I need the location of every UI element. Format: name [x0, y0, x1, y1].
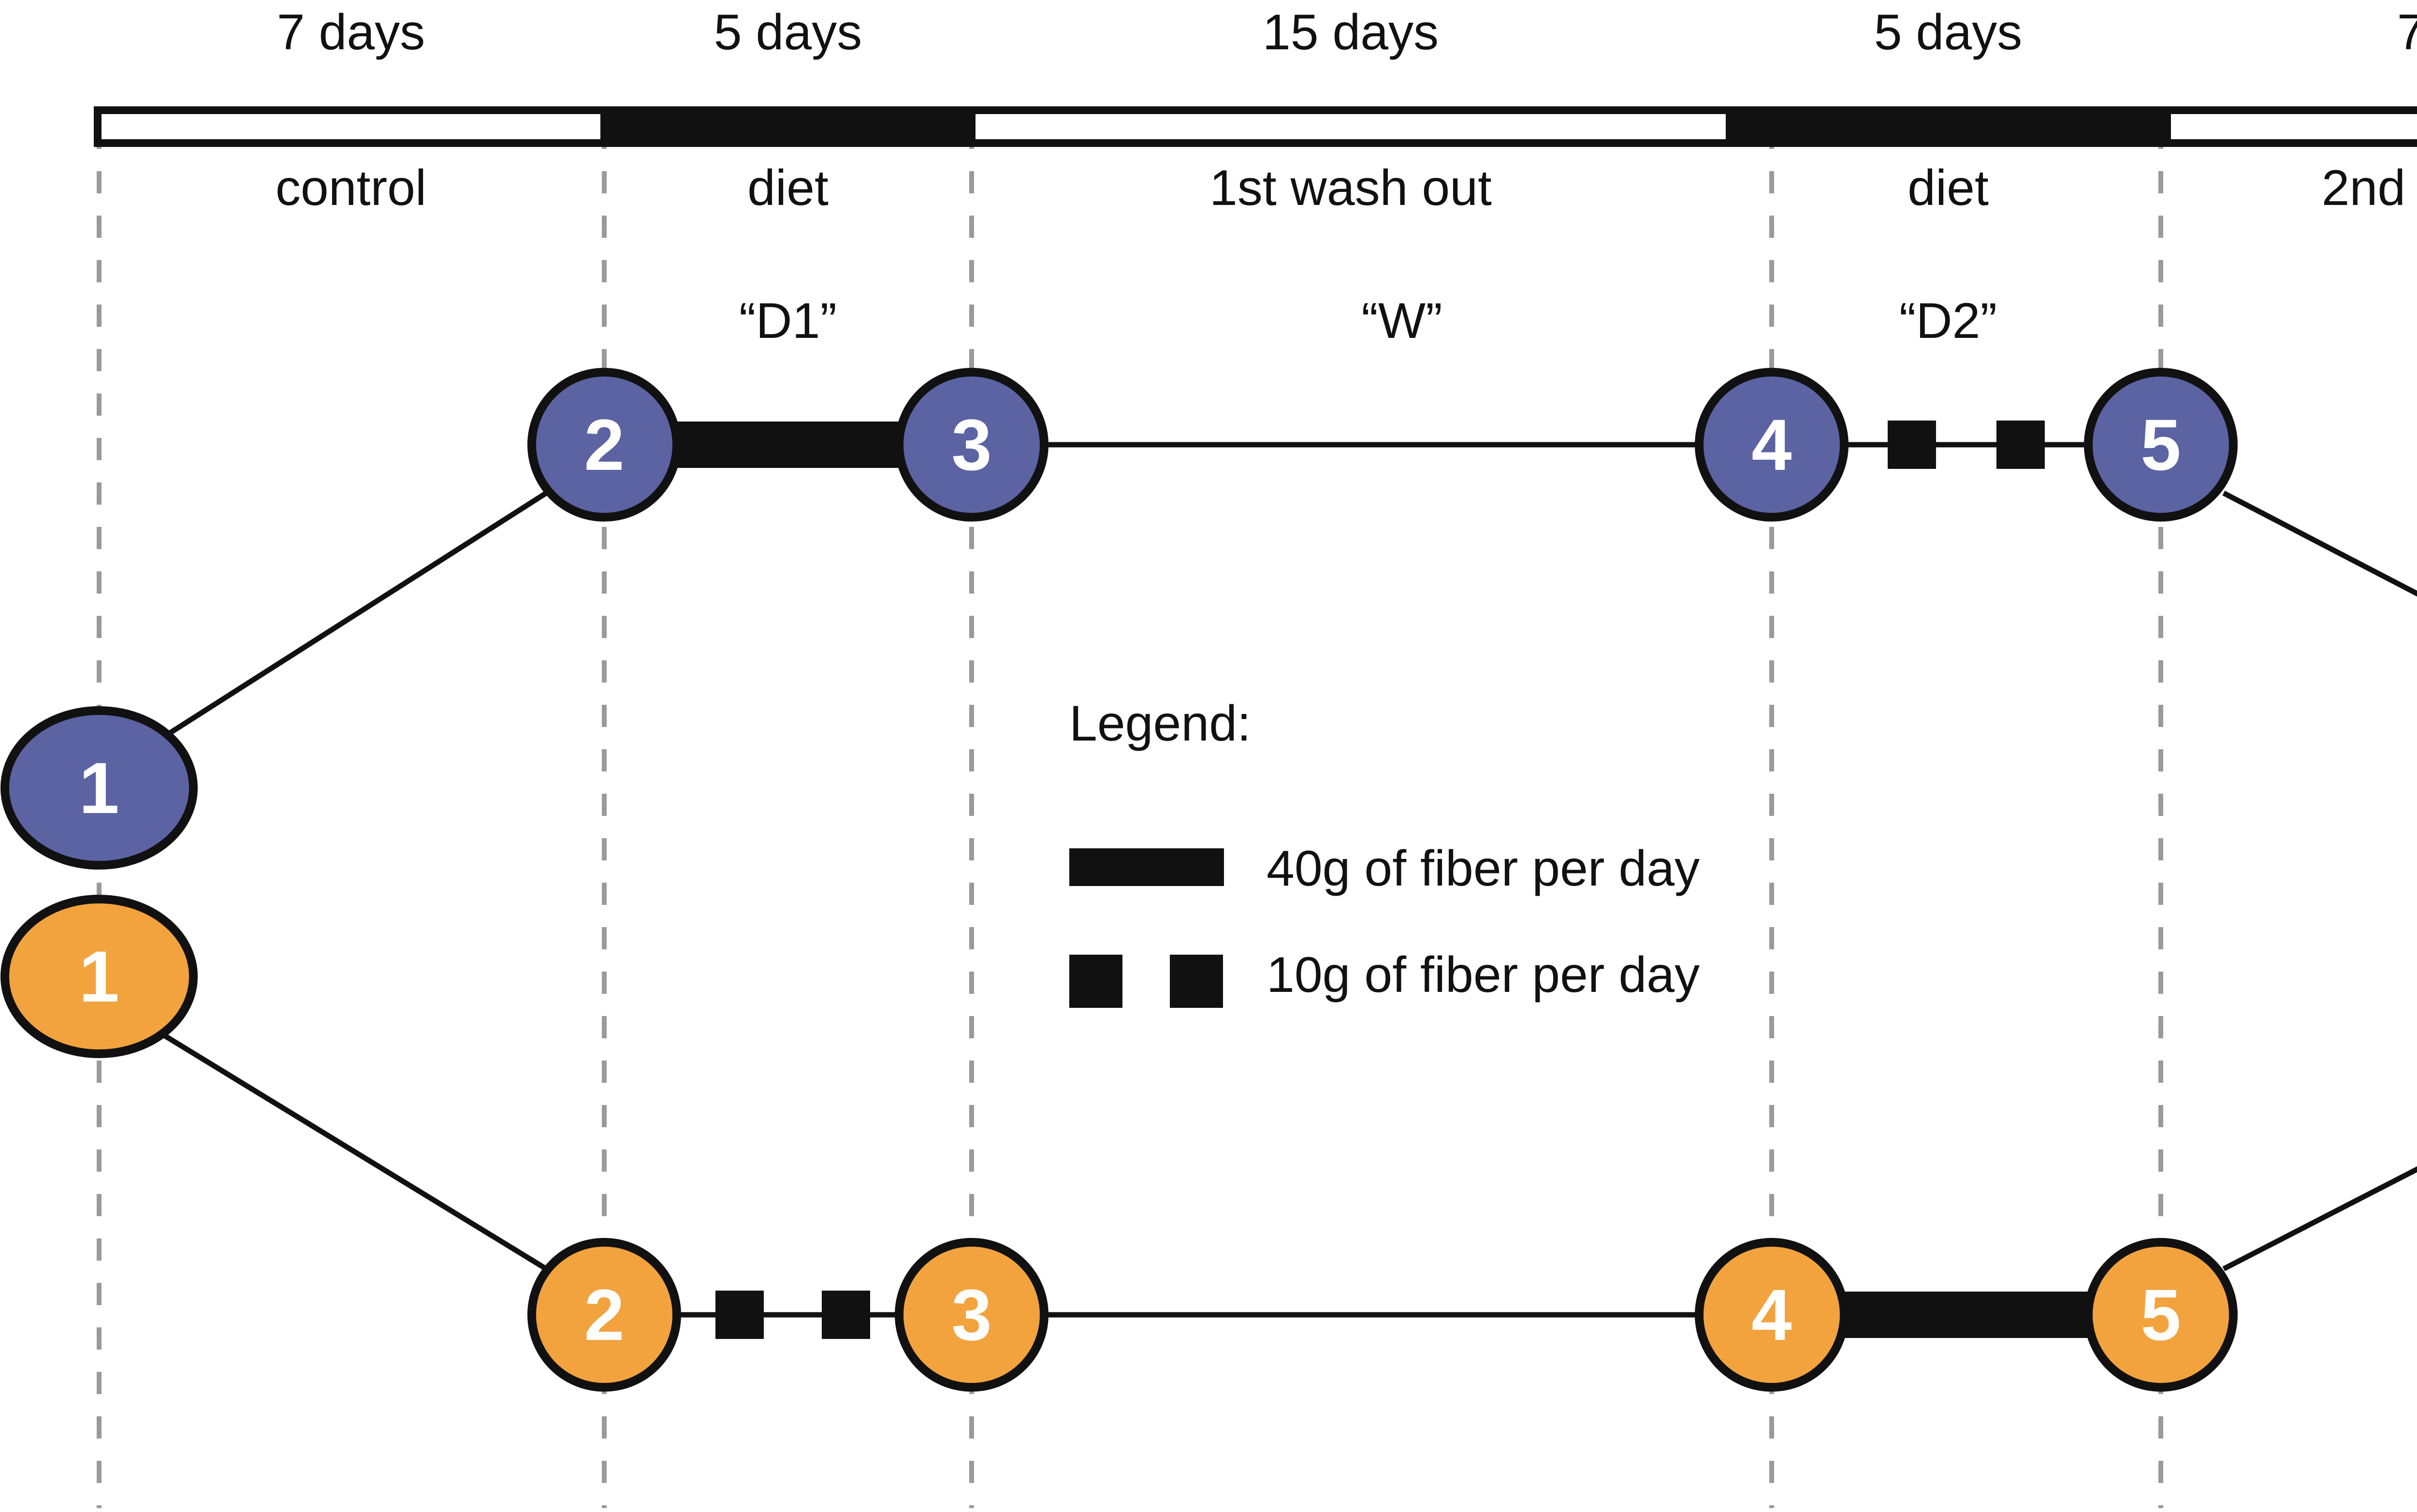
timeline-segment-diet1: [604, 106, 972, 147]
legend-dashed-bar-swatch-2: [1170, 955, 1223, 1008]
timeline-bar: [94, 106, 2417, 147]
node-orange-3[interactable]: 3: [895, 1238, 1048, 1392]
node-blue-3[interactable]: 3: [895, 368, 1048, 522]
timeline-segment-washout1: [968, 106, 1733, 147]
link-blue-1-2: [158, 491, 548, 742]
node-orange-3-label: 3: [951, 1274, 991, 1355]
link-blue-5-6: [2222, 491, 2417, 597]
legend-solid-bar-swatch: [1069, 848, 1224, 886]
period-code-d1: “D1”: [739, 293, 837, 349]
legend-label-40g: 40g of fiber per day: [1267, 841, 1700, 897]
orange-nodes[interactable]: 1 2 3 4 5 6: [0, 895, 2417, 1392]
node-orange-1-label: 1: [79, 936, 119, 1017]
phase-boundary-guides: [97, 127, 2163, 1508]
link-blue-4-5-dashed: [1842, 421, 2091, 469]
blue-nodes[interactable]: 1 2 3 4 5 6: [0, 368, 2417, 870]
node-orange-5-label: 5: [2140, 1274, 2181, 1355]
duration-label-diet2: 5 days: [1874, 4, 2023, 60]
node-blue-1-label: 1: [79, 747, 119, 829]
legend-label-10g: 10g of fiber per day: [1267, 947, 1700, 1003]
timeline-segment-control: [94, 106, 608, 147]
node-orange-2-label: 2: [584, 1274, 624, 1355]
phase-label-diet1: diet: [747, 160, 829, 216]
node-orange-5[interactable]: 5: [2084, 1238, 2238, 1392]
phase-label-washout1: 1st wash out: [1209, 160, 1492, 216]
node-blue-4[interactable]: 4: [1695, 368, 1849, 522]
duration-label-washout1: 15 days: [1262, 4, 1439, 60]
node-blue-1[interactable]: 1: [0, 706, 198, 870]
node-blue-4-label: 4: [1751, 404, 1791, 485]
node-orange-1[interactable]: 1: [0, 895, 198, 1058]
node-orange-4-label: 4: [1751, 1274, 1791, 1355]
phase-label-control: control: [275, 160, 427, 216]
legend-swatches: [1069, 848, 1224, 1008]
node-blue-3-label: 3: [951, 404, 991, 485]
phase-label-diet2: diet: [1907, 160, 1989, 216]
timeline-segment-washout2: [2163, 106, 2417, 147]
period-code-w: “W”: [1361, 293, 1442, 349]
legend-title: Legend:: [1069, 696, 1251, 752]
node-orange-4[interactable]: 4: [1695, 1238, 1849, 1392]
timeline-segment-diet2: [1730, 106, 2167, 147]
link-orange-1-2: [153, 1027, 548, 1271]
link-blue-2-3-thick: [672, 422, 909, 468]
link-orange-4-5-thick: [1837, 1292, 2098, 1338]
node-blue-2-label: 2: [584, 404, 624, 485]
duration-label-washout2: 7 days: [2397, 4, 2417, 60]
period-code-d2: “D2”: [1899, 293, 1997, 349]
node-blue-2[interactable]: 2: [527, 368, 681, 522]
link-orange-5-6: [2222, 1166, 2417, 1271]
node-blue-5-label: 5: [2140, 404, 2181, 485]
link-orange-2-3-dashed: [674, 1291, 909, 1339]
duration-label-control: 7 days: [277, 4, 425, 60]
legend-dashed-bar-swatch-1: [1069, 955, 1122, 1008]
blue-arm-links: [158, 421, 2417, 742]
node-orange-2[interactable]: 2: [527, 1238, 681, 1392]
node-blue-5[interactable]: 5: [2084, 368, 2238, 522]
duration-label-diet1: 5 days: [713, 4, 862, 60]
phase-label-washout2: 2nd wash out: [2321, 160, 2417, 216]
orange-arm-links: [153, 1027, 2417, 1339]
